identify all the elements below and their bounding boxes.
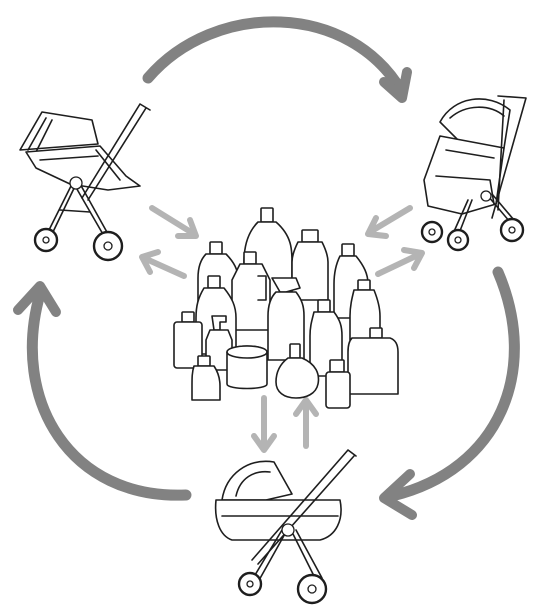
arrow-bottom-to-left (32, 294, 186, 495)
container-large-right (348, 328, 398, 394)
slim-bottle-front-right (326, 360, 350, 408)
short-tub (227, 346, 267, 389)
plastic-bottles-icon (174, 208, 398, 408)
stroller-seat-icon (20, 104, 150, 260)
arrow-left-to-right (148, 22, 402, 92)
arrow-right-to-bottom (392, 272, 514, 496)
stroller-reclined-icon (422, 96, 526, 250)
stroller-carrycot-icon (216, 450, 356, 603)
